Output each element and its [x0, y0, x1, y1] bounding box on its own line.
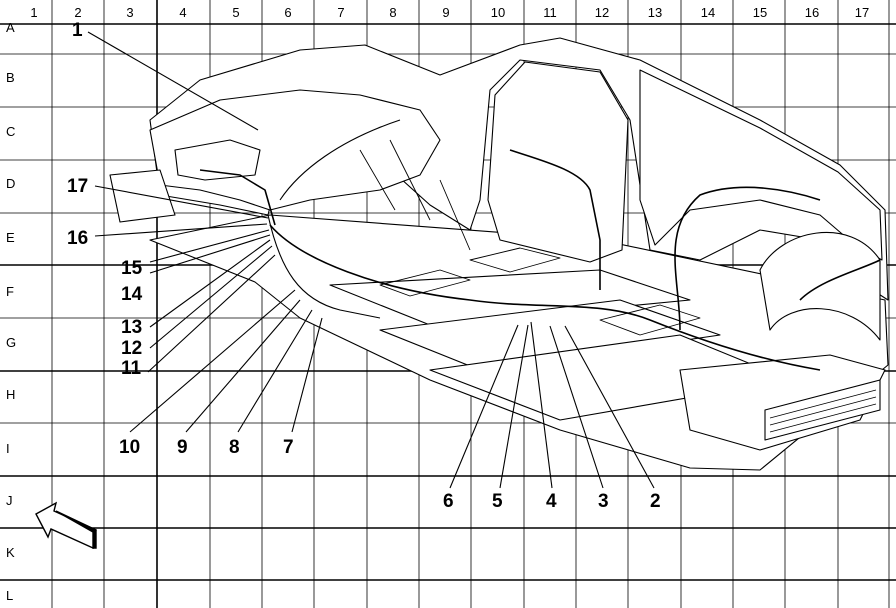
row-label-A: A — [6, 20, 15, 35]
callout-5: 5 — [492, 491, 503, 512]
callout-labels: 1 2 3 4 5 6 7 8 9 10 11 12 13 14 15 16 1… — [67, 20, 661, 512]
column-label-15: 15 — [753, 5, 767, 20]
callout-13: 13 — [121, 317, 142, 338]
callout-8: 8 — [229, 437, 240, 458]
callout-1: 1 — [72, 20, 83, 41]
column-label-12: 12 — [595, 5, 609, 20]
callout-2: 2 — [650, 491, 661, 512]
column-label-14: 14 — [701, 5, 715, 20]
callout-10: 10 — [119, 437, 140, 458]
row-label-J: J — [6, 493, 13, 508]
callout-16: 16 — [67, 228, 88, 249]
column-label-6: 6 — [284, 5, 291, 20]
column-label-13: 13 — [648, 5, 662, 20]
column-label-5: 5 — [232, 5, 239, 20]
column-label-11: 11 — [543, 5, 557, 20]
row-label-D: D — [6, 176, 15, 191]
column-label-16: 16 — [805, 5, 819, 20]
row-label-G: G — [6, 335, 16, 350]
callout-15: 15 — [121, 258, 143, 279]
callout-9: 9 — [177, 437, 188, 458]
column-label-8: 8 — [389, 5, 396, 20]
column-label-1: 1 — [30, 5, 37, 20]
row-label-E: E — [6, 230, 15, 245]
column-label-4: 4 — [179, 5, 186, 20]
column-label-2: 2 — [74, 5, 81, 20]
column-label-3: 3 — [126, 5, 133, 20]
column-label-10: 10 — [491, 5, 505, 20]
row-label-H: H — [6, 387, 15, 402]
callout-12: 12 — [121, 338, 142, 359]
callout-7: 7 — [283, 437, 294, 458]
row-label-I: I — [6, 441, 10, 456]
row-label-L: L — [6, 588, 13, 603]
front-arrow-icon — [35, 501, 97, 550]
row-label-C: C — [6, 124, 15, 139]
row-label-K: K — [6, 545, 15, 560]
callout-3: 3 — [598, 491, 609, 512]
callout-14: 14 — [121, 284, 143, 305]
callout-17: 17 — [67, 176, 88, 197]
row-label-F: F — [6, 284, 14, 299]
callout-4: 4 — [546, 491, 557, 512]
callout-11: 11 — [121, 358, 142, 379]
column-label-17: 17 — [855, 5, 869, 20]
column-label-7: 7 — [337, 5, 344, 20]
row-labels: A B C D E F G H I J K L — [6, 20, 16, 603]
callout-6: 6 — [443, 491, 454, 512]
callout-leader-lines — [87, 31, 655, 489]
column-label-9: 9 — [442, 5, 449, 20]
vehicle-body-illustration — [109, 37, 889, 471]
row-label-B: B — [6, 70, 15, 85]
